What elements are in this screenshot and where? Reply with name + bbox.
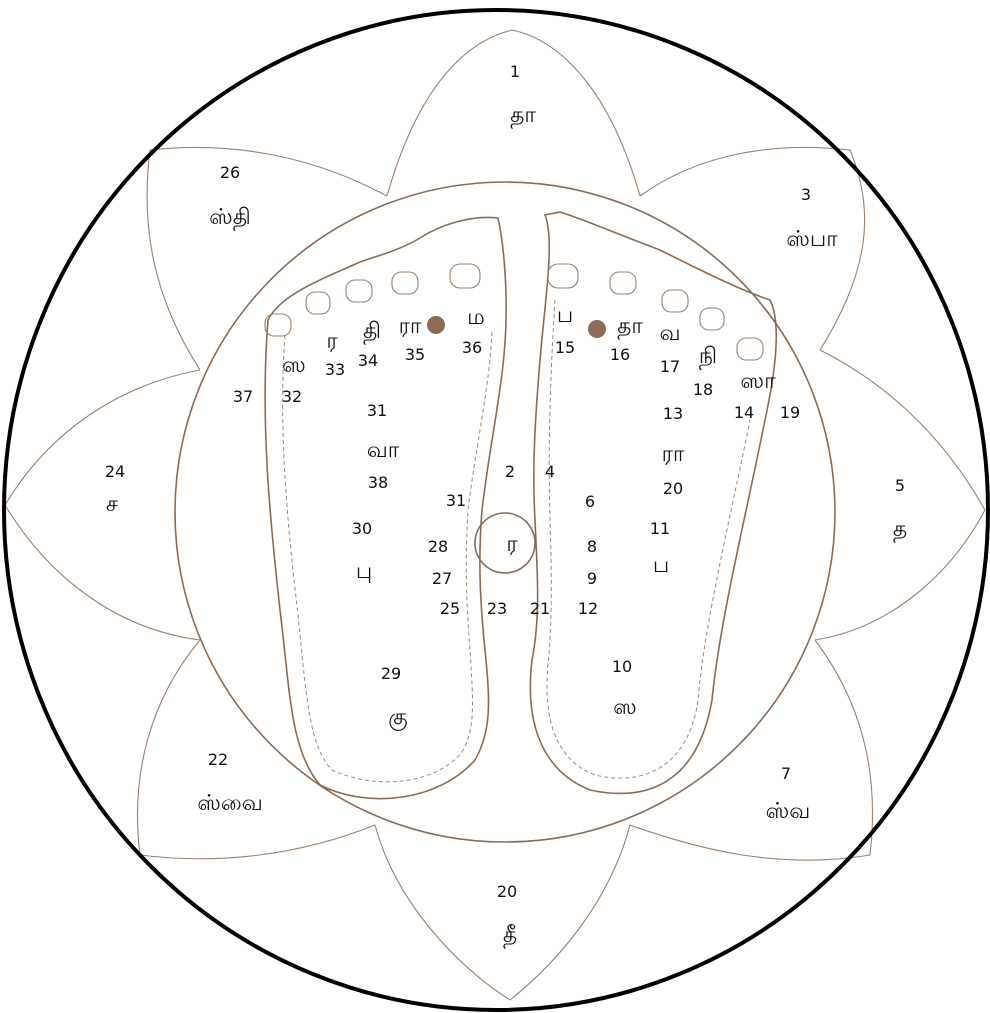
left-inner-number-2: 28 <box>428 539 448 555</box>
center-circle <box>475 513 535 573</box>
left-toe-2-syllable: ர <box>326 331 337 353</box>
right-toe-4-number: 18 <box>693 382 713 398</box>
left-toe-3-syllable: தி <box>363 321 381 343</box>
right-toe-5-syllable: ஸா <box>740 371 775 393</box>
petal-bottom-right-syllable: ஸ்வ <box>766 801 811 823</box>
right-toe-4-syllable: நி <box>699 346 717 368</box>
left-inner-number-4: 25 <box>440 601 460 617</box>
petal-top-left-syllable: ஸ்தி <box>209 207 251 229</box>
left-inner-number-1: 31 <box>446 493 466 509</box>
outer-circle <box>4 10 988 1010</box>
left-heel-syllable: கு <box>388 707 407 729</box>
left-toe-4-number: 35 <box>405 347 425 363</box>
petal-bottom-left-syllable: ஸ்வை <box>197 793 263 815</box>
right-inner-number-4: 9 <box>587 571 597 587</box>
petal-bottom-left-number: 22 <box>208 752 228 768</box>
right-heel-syllable: ஸ <box>613 697 637 719</box>
right-toe-nails <box>548 264 763 360</box>
left-sole-number: 31 <box>367 403 387 419</box>
right-toe-2-number: 16 <box>610 347 630 363</box>
right-sole-number: 13 <box>663 406 683 422</box>
left-heel-number: 29 <box>381 666 401 682</box>
right-mid-number: 11 <box>650 521 670 537</box>
petal-left-syllable: ச <box>106 494 118 516</box>
left-mid-syllable: பு <box>356 561 372 583</box>
center-bottom-number-2: 21 <box>530 601 550 617</box>
petal-top-syllable: தா <box>510 105 536 127</box>
left-toe-jewel <box>427 316 445 334</box>
petal-left-number: 24 <box>105 464 125 480</box>
right-toe-3-number: 17 <box>660 359 680 375</box>
right-foot-outline <box>530 212 776 793</box>
left-inner-number-3: 27 <box>432 571 452 587</box>
left-toe-3-number: 34 <box>358 353 378 369</box>
right-sole-syllable: ரா <box>662 444 685 466</box>
center-bottom-number-1: 23 <box>487 601 507 617</box>
right-sole-below-number: 20 <box>663 481 683 497</box>
left-toe-1-number: 32 <box>282 389 302 405</box>
petal-right-number: 5 <box>895 478 905 494</box>
petal-top-number: 1 <box>510 64 520 80</box>
right-foot-outer-number: 19 <box>780 405 800 421</box>
left-toe-4-syllable: ரா <box>399 316 422 338</box>
petal-bottom-number: 20 <box>497 884 517 900</box>
petal-top-right-syllable: ஸ்பா <box>786 229 838 251</box>
right-toe-jewel <box>588 320 606 338</box>
right-toe-1-number: 15 <box>555 340 575 356</box>
left-sole-below-number: 38 <box>368 475 388 491</box>
right-inner-number-2: 6 <box>585 494 595 510</box>
center-left-number: 2 <box>505 464 515 480</box>
left-toe-5-syllable: ம <box>467 307 485 329</box>
right-heel-number: 10 <box>612 659 632 675</box>
petal-right-syllable: த <box>893 519 907 541</box>
center-syllable: ர <box>506 534 517 556</box>
right-inner-number-3: 8 <box>587 539 597 555</box>
right-mid-syllable: ப <box>653 555 669 577</box>
petal-top-right-number: 3 <box>801 187 811 203</box>
right-inner-number-5: 12 <box>578 601 598 617</box>
left-sole-syllable: வா <box>367 440 400 462</box>
right-toe-2-syllable: தா <box>617 316 643 338</box>
right-toe-5-number: 14 <box>734 405 754 421</box>
right-toe-3-syllable: வ <box>659 323 680 345</box>
petal-bottom-right-number: 7 <box>781 766 791 782</box>
left-foot-outer-number: 37 <box>233 389 253 405</box>
left-toe-1-syllable: ஸ <box>282 355 306 377</box>
right-inner-number-1: 4 <box>545 464 555 480</box>
left-toe-2-number: 33 <box>325 362 345 378</box>
left-mid-number: 30 <box>352 521 372 537</box>
left-toe-5-number: 36 <box>462 340 482 356</box>
petal-top-left-number: 26 <box>220 165 240 181</box>
petal-bottom-syllable: தீ <box>503 925 517 947</box>
right-toe-1-syllable: ப <box>557 305 573 327</box>
